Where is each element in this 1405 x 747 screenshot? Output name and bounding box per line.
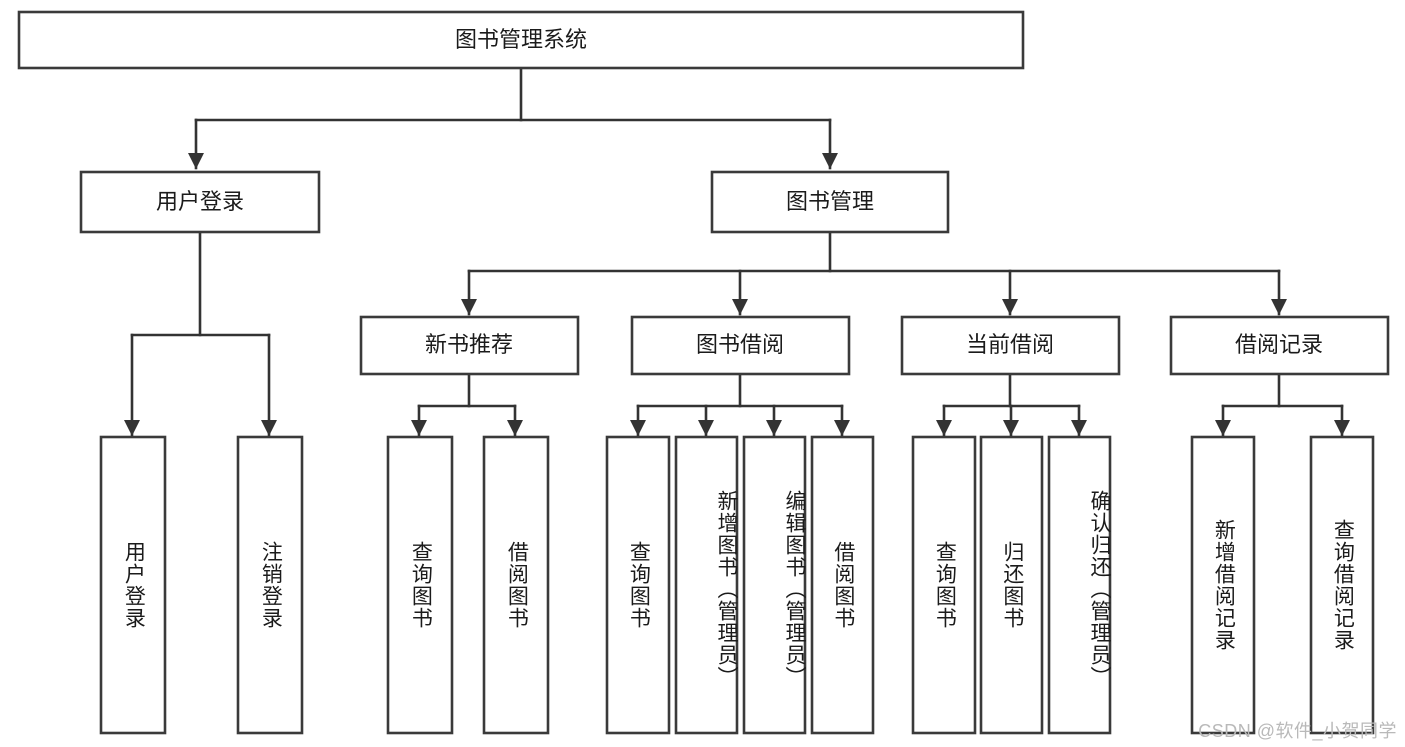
leaf-box-user-login-2[interactable] bbox=[236, 435, 304, 735]
connector-borrow-record-to-leaves bbox=[1214, 372, 1351, 437]
node-book-borrow-label: 图书借阅 bbox=[696, 332, 784, 357]
node-current-borrow-label: 当前借阅 bbox=[966, 332, 1054, 357]
node-current-borrow-box[interactable] bbox=[900, 315, 1121, 376]
leaf-boxes-book-borrow bbox=[605, 435, 875, 735]
leaf-box-book-borrow-3[interactable] bbox=[742, 435, 807, 735]
node-root[interactable]: 图书管理系统 bbox=[17, 10, 1025, 70]
leaf-boxes-current-borrow bbox=[911, 435, 1112, 735]
connector-current-borrow-to-leaves bbox=[935, 372, 1088, 437]
node-book-manage-box[interactable] bbox=[710, 170, 950, 234]
leaf-box-new-book-2[interactable] bbox=[482, 435, 550, 735]
connector-user-login-to-leaves bbox=[123, 230, 278, 437]
node-book-borrow-box[interactable] bbox=[630, 315, 851, 376]
leaf-boxes-new-book-recommend bbox=[386, 435, 550, 735]
connector-book-manage-to-level3 bbox=[460, 230, 1288, 316]
connector-new-book-to-leaves bbox=[410, 372, 524, 437]
node-new-book-recommend-label: 新书推荐 bbox=[425, 332, 513, 357]
node-user-login-label: 用户登录 bbox=[156, 189, 244, 214]
leaf-box-current-borrow-1[interactable] bbox=[911, 435, 977, 735]
node-new-book-recommend[interactable]: 新书推荐 bbox=[359, 315, 580, 376]
leaf-box-book-borrow-4[interactable] bbox=[810, 435, 875, 735]
node-root-label: 图书管理系统 bbox=[455, 27, 587, 52]
csdn-watermark: CSDN @软件_小贺同学 bbox=[1198, 721, 1397, 741]
leaf-box-current-borrow-3[interactable] bbox=[1047, 435, 1112, 735]
node-root-box[interactable] bbox=[17, 10, 1025, 70]
leaf-box-book-borrow-2[interactable] bbox=[674, 435, 739, 735]
leaf-box-user-login-1[interactable] bbox=[99, 435, 167, 735]
node-book-manage[interactable]: 图书管理 bbox=[710, 170, 950, 234]
node-current-borrow[interactable]: 当前借阅 bbox=[900, 315, 1121, 376]
leaf-box-book-borrow-1[interactable] bbox=[605, 435, 671, 735]
leaf-boxes-borrow-record bbox=[1190, 435, 1375, 735]
leaf-boxes-user-login bbox=[99, 435, 304, 735]
node-user-login-box[interactable] bbox=[79, 170, 321, 234]
connector-root-to-level2 bbox=[187, 66, 839, 170]
node-book-borrow[interactable]: 图书借阅 bbox=[630, 315, 851, 376]
leaf-box-new-book-1[interactable] bbox=[386, 435, 454, 735]
node-user-login[interactable]: 用户登录 bbox=[79, 170, 321, 234]
leaf-box-current-borrow-2[interactable] bbox=[979, 435, 1044, 735]
leaf-box-borrow-record-2[interactable] bbox=[1309, 435, 1375, 735]
node-new-book-recommend-box[interactable] bbox=[359, 315, 580, 376]
node-borrow-record[interactable]: 借阅记录 bbox=[1169, 315, 1390, 376]
leaf-box-borrow-record-1[interactable] bbox=[1190, 435, 1256, 735]
connector-book-borrow-to-leaves bbox=[629, 372, 851, 437]
node-borrow-record-label: 借阅记录 bbox=[1235, 332, 1323, 357]
node-borrow-record-box[interactable] bbox=[1169, 315, 1390, 376]
node-book-manage-label: 图书管理 bbox=[786, 189, 874, 214]
